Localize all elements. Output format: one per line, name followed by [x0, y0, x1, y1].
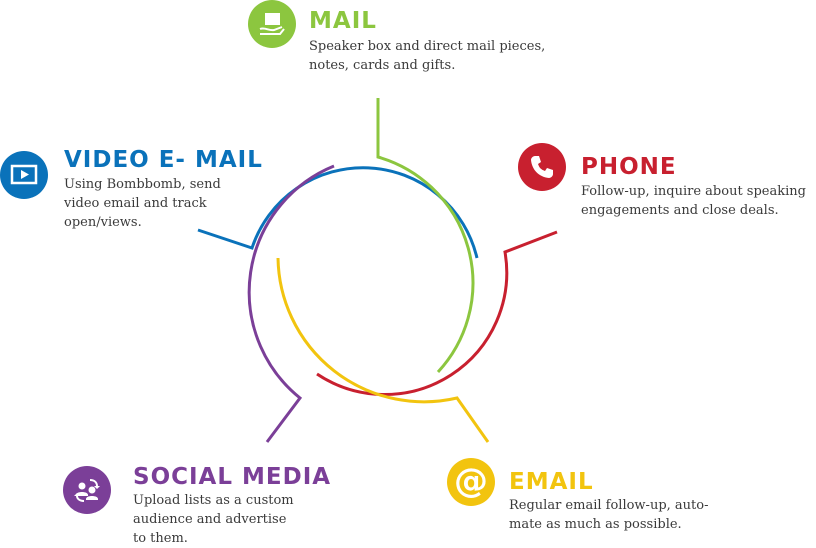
video-title: VIDEO E- MAIL [64, 147, 263, 173]
phone-desc-line: engagements and close deals. [581, 203, 779, 218]
video-desc-line: open/views. [64, 215, 142, 230]
at-sign-icon: @ [447, 458, 495, 506]
video-arc [197, 166, 479, 259]
phone-title: PHONE [581, 154, 677, 180]
email-arc [276, 257, 490, 443]
social-desc-line: Upload lists as a custom [133, 493, 294, 508]
people-exchange-icon [63, 466, 111, 514]
hand-envelope-icon [248, 0, 296, 48]
phone-description: Follow-up, inquire about speaking engage… [581, 182, 813, 220]
social-arc [247, 164, 335, 443]
social-desc-line: audience and advertise [133, 512, 287, 527]
video-description: Using Bombbomb, send video email and tra… [64, 175, 264, 232]
email-desc-line: Regular email follow-up, auto- [509, 498, 709, 513]
video-desc-line: Using Bombbomb, send [64, 177, 221, 192]
email-desc-line: mate as much as possible. [509, 517, 682, 532]
play-screen-icon [0, 151, 48, 199]
social-desc-line: to them. [133, 531, 188, 546]
mail-description: Speaker box and direct mail pieces, note… [309, 37, 569, 75]
mail-desc-line: Speaker box and direct mail pieces, [309, 39, 546, 54]
phone-icon [518, 143, 566, 191]
mail-arc [376, 98, 475, 374]
social-title: SOCIAL MEDIA [133, 464, 332, 490]
email-description: Regular email follow-up, auto- mate as m… [509, 496, 739, 534]
mail-desc-line: notes, cards and gifts. [309, 58, 456, 73]
video-desc-line: video email and track [64, 196, 207, 211]
mail-title: MAIL [309, 8, 377, 34]
social-description: Upload lists as a custom audience and ad… [133, 491, 323, 548]
email-title: EMAIL [509, 469, 594, 495]
phone-arc [316, 230, 558, 397]
phone-desc-line: Follow-up, inquire about speaking [581, 184, 806, 199]
